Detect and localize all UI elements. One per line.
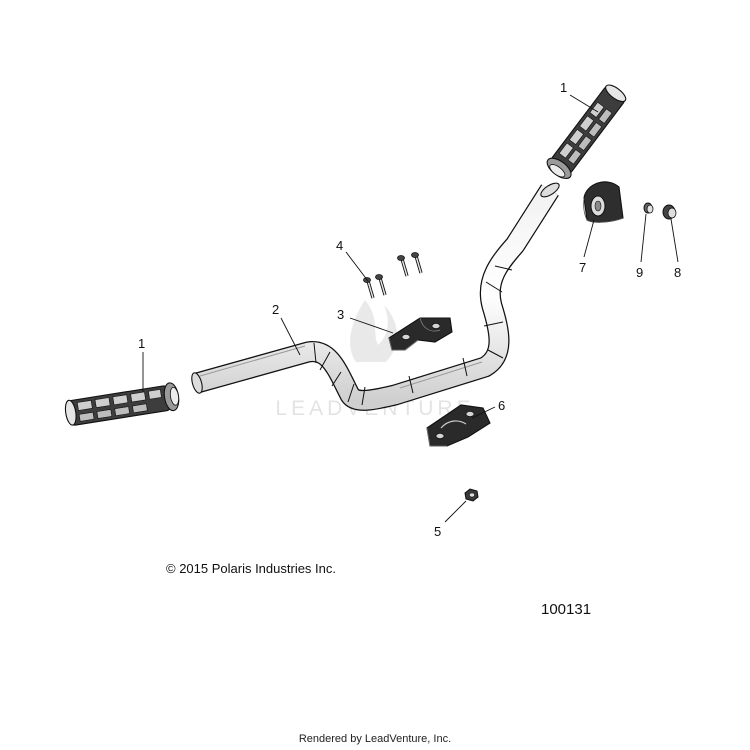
callout-sleeve: 9 (636, 265, 643, 280)
callouts: 1 1 2 3 4 5 6 7 9 8 (138, 80, 681, 539)
leader-sleeve (640, 213, 647, 263)
callout-plug: 8 (674, 265, 681, 280)
callout-upper-clamp: 3 (337, 307, 344, 322)
leader-switch-housing (583, 219, 595, 258)
callout-grip-right: 1 (560, 80, 567, 95)
right-grip (546, 84, 627, 179)
leader-lower-clamp (471, 406, 496, 419)
bolt (375, 274, 387, 296)
leader-grip-right (569, 94, 599, 113)
callout-bolts: 4 (336, 238, 343, 253)
leader-bolts (345, 251, 369, 282)
sleeve (643, 202, 654, 214)
leader-lines (142, 94, 679, 523)
bolt (411, 252, 423, 274)
handlebar (191, 182, 560, 411)
callout-switch-housing: 7 (579, 260, 586, 275)
render-credit: Rendered by LeadVenture, Inc. (298, 733, 452, 745)
callout-lower-clamp: 6 (498, 398, 505, 413)
callout-handlebar: 2 (272, 302, 279, 317)
callout-nut: 5 (434, 524, 441, 539)
copyright-notice: © 2015 Polaris Industries Inc. (166, 561, 336, 576)
drawing-number: 100131 (541, 601, 592, 618)
watermark-flame-icon (350, 300, 398, 362)
callout-grip-left: 1 (138, 336, 145, 351)
left-grip (64, 382, 180, 426)
lower-clamp (426, 404, 491, 447)
bolts (363, 252, 423, 299)
switch-housing (583, 181, 624, 223)
bolt (363, 277, 375, 299)
leader-handlebar (280, 317, 301, 356)
bolt (397, 255, 409, 277)
nut (464, 488, 479, 502)
upper-clamp (388, 317, 453, 351)
leader-plug (670, 218, 679, 263)
leader-nut (444, 500, 467, 523)
plug (662, 204, 677, 220)
leader-upper-clamp (349, 317, 394, 334)
